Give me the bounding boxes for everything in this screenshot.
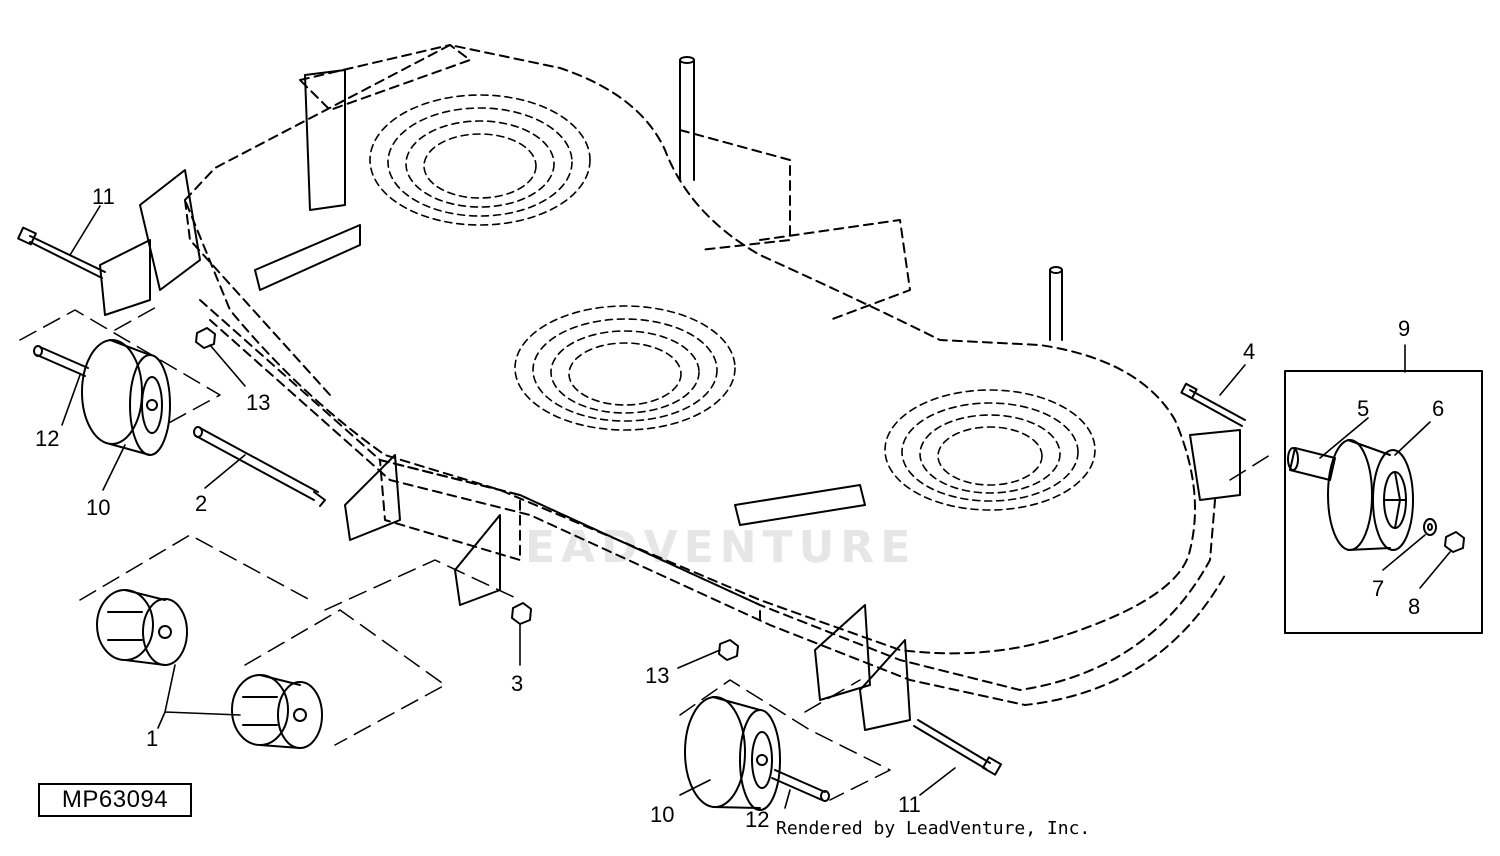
callout-5: 5	[1357, 396, 1369, 421]
watermark-text: EADVENTURE	[525, 522, 917, 573]
callout-6: 6	[1432, 396, 1444, 421]
callout-12-rear: 12	[35, 426, 59, 451]
deck-skirt-lower	[209, 319, 1226, 706]
shaft-12-rear	[33, 345, 89, 377]
deck-skirt-outline	[199, 299, 1216, 691]
roller-1-lower	[231, 674, 323, 749]
right-hanger	[1189, 429, 1241, 501]
deck-rear-edge	[184, 199, 331, 396]
axle-5	[1287, 447, 1336, 481]
callout-1: 1	[146, 726, 158, 751]
shaft-12-front	[771, 769, 830, 802]
spindle-pulleys	[369, 94, 1096, 511]
bolt-4	[1180, 382, 1246, 427]
bolt-11-front	[913, 719, 1003, 776]
front-hanger-right	[814, 604, 871, 701]
callout-3: 3	[511, 671, 523, 696]
deck-side-plate	[759, 219, 911, 321]
rear-hitch-bracket	[304, 69, 346, 211]
deck-stiffener-left	[254, 224, 361, 291]
wheel-10-rear	[81, 339, 171, 456]
wheel-6	[1327, 439, 1414, 551]
callout-labels: 11 12 13 10 2 3 1 13 10 12 11 4 9 5 6 7 …	[35, 184, 1444, 832]
leader-lines	[61, 205, 1451, 809]
callout-12-front: 12	[745, 807, 769, 832]
assembly-guides	[19, 304, 1271, 801]
render-credit: Rendered by LeadVenture, Inc.	[776, 818, 1091, 839]
deck-side-bracket	[679, 129, 791, 251]
bolt-11-rear	[17, 226, 106, 279]
deck-top-outline	[184, 44, 1196, 655]
right-post	[1049, 269, 1063, 341]
callout-10-front: 10	[650, 802, 674, 827]
nut-13-rear	[195, 327, 216, 349]
callout-13-rear: 13	[246, 390, 270, 415]
deck-stiffener-right	[734, 484, 866, 526]
callout-10-rear: 10	[86, 495, 110, 520]
rear-post	[679, 59, 695, 181]
nut-3	[511, 602, 532, 625]
kit-9-box	[1284, 370, 1483, 634]
nut-13-front	[718, 639, 739, 661]
deck-spindle-cover-rear	[299, 44, 471, 111]
callout-13-front: 13	[645, 663, 669, 688]
diagram-code-label: MP63094	[38, 783, 192, 817]
spindle-center	[514, 305, 736, 431]
mower-deck	[184, 44, 1226, 706]
deck-front-rail	[519, 494, 761, 621]
callout-9: 9	[1398, 316, 1410, 341]
callout-8: 8	[1408, 594, 1420, 619]
front-hanger-right-2	[859, 639, 911, 731]
roller-1-upper	[96, 589, 188, 666]
deck-front-baffle	[379, 459, 521, 561]
callout-11-front: 11	[898, 792, 921, 817]
callout-11-rear: 11	[92, 184, 115, 209]
callout-7: 7	[1372, 576, 1384, 601]
rear-hanger-left	[139, 169, 201, 291]
front-hanger-center	[454, 514, 501, 606]
front-hanger-left	[344, 454, 401, 541]
wheel-10-front	[684, 696, 781, 811]
callout-4: 4	[1243, 339, 1255, 364]
rear-hanger-plate	[99, 239, 151, 316]
shaft-2	[193, 426, 326, 507]
spindle-rear	[369, 94, 591, 226]
deck-posts	[99, 56, 1241, 731]
callout-2: 2	[195, 491, 207, 516]
nut-8	[1444, 531, 1465, 553]
spindle-right	[884, 389, 1096, 511]
washer-7	[1423, 518, 1437, 536]
